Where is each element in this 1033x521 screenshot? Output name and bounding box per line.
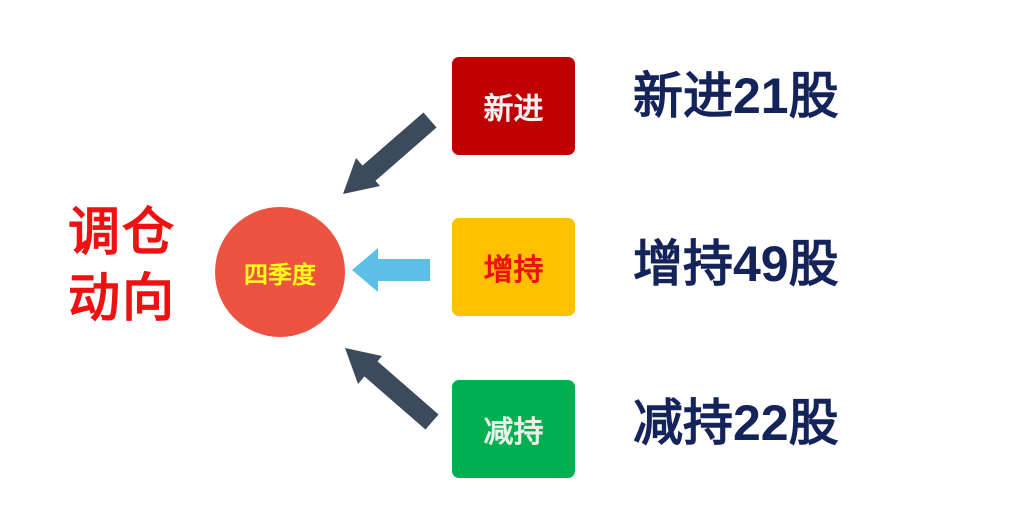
new-stat: 新进21股 <box>633 68 839 124</box>
arrow-increase <box>352 248 430 292</box>
diagram-title: 调仓 动向 <box>68 200 198 332</box>
arrow-decrease <box>345 348 439 430</box>
title-line-2: 动向 <box>68 270 177 328</box>
decrease-box: 减持 <box>452 380 575 478</box>
decrease-stat: 减持22股 <box>633 395 839 451</box>
center-label: 四季度 <box>244 261 316 289</box>
increase-box: 增持 <box>452 218 575 316</box>
arrow-new <box>343 112 437 194</box>
decrease-label: 减持 <box>483 416 544 449</box>
new-label: 新进 <box>483 93 544 126</box>
new-box: 新进 <box>452 57 575 155</box>
increase-label: 增持 <box>483 254 544 287</box>
increase-stat: 增持49股 <box>633 236 839 292</box>
center-circle: 四季度 <box>215 207 345 337</box>
title-line-1: 调仓 <box>68 204 177 262</box>
